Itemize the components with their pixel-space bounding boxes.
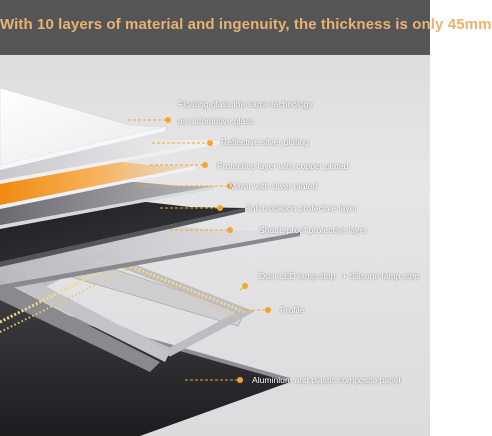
label-led-strip: Dual LED lamp strip + Silicone lamp stri… xyxy=(259,271,419,282)
label-shatterproof: Shatterproof protective layer xyxy=(259,225,367,235)
label-copper-layer: Protective layer with copper plated xyxy=(217,161,349,171)
label-profile: Profile xyxy=(280,305,305,315)
label-floating-glass: Floating glass,the same technology xyxy=(178,99,313,109)
callout-markers xyxy=(128,117,271,383)
label-composite-panel: Aluminium and plastic composite panel xyxy=(252,375,401,385)
label-led-strip-suffix: + Silicone lamp strip xyxy=(341,271,419,281)
header-title: With 10 layers of material and ingenuity… xyxy=(0,16,492,33)
layer-stack-diagram xyxy=(0,87,300,436)
header-banner: With 10 layers of material and ingenuity… xyxy=(0,0,492,55)
label-floating-glass-line2: as automotive glass xyxy=(178,116,254,126)
led-strip-layer xyxy=(0,260,246,333)
label-anti-oxidation: Anti oxidation protective layer xyxy=(245,203,358,213)
label-reflective-silver: Reflective silver plating xyxy=(221,137,309,147)
floating-glass-layer xyxy=(0,87,166,170)
label-led-strip-main: Dual LED lamp strip xyxy=(259,271,336,281)
label-mirror-silver: Mirror with silver plated xyxy=(229,181,318,191)
